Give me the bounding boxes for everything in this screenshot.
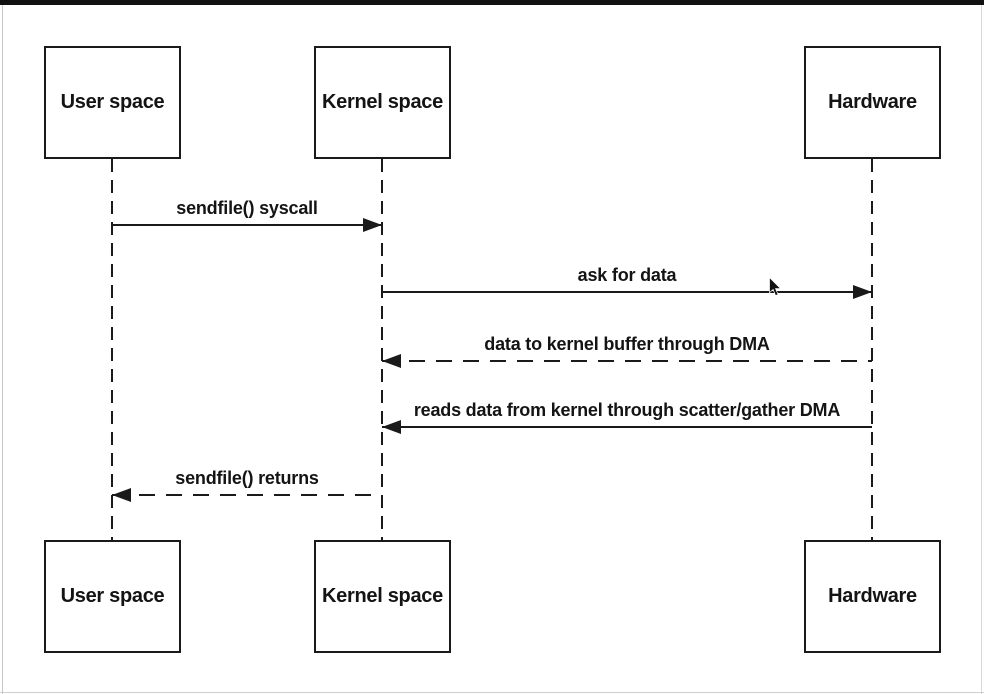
- lifeline-kernel-space: [381, 159, 383, 540]
- message-label: sendfile() syscall: [176, 198, 318, 218]
- actor-label: User space: [60, 91, 165, 113]
- lifeline-user-space: [111, 159, 113, 540]
- mouse-cursor-icon: [769, 277, 782, 297]
- actor-label: Hardware: [828, 585, 917, 607]
- message-line: [112, 224, 382, 226]
- lifeline-hardware: [871, 159, 873, 540]
- arrowhead-left-icon: [382, 354, 401, 368]
- arrowhead-left-icon: [112, 488, 131, 502]
- message-label: sendfile() returns: [175, 468, 319, 488]
- window-edge-left: [2, 5, 3, 694]
- actor-label: Kernel space: [322, 91, 443, 113]
- actor-label: User space: [60, 585, 165, 607]
- message-label: data to kernel buffer through DMA: [484, 334, 770, 354]
- actor-label: Kernel space: [322, 585, 443, 607]
- message-reads-data-from-kernel: reads data from kernel through scatter/g…: [382, 400, 872, 434]
- actor-box-hardware-top: Hardware: [804, 46, 941, 159]
- message-label: reads data from kernel through scatter/g…: [413, 400, 841, 420]
- message-sendfile-syscall: sendfile() syscall: [112, 198, 382, 232]
- window-edge-bottom: [0, 692, 984, 693]
- actor-box-kernel-space-bottom: Kernel space: [314, 540, 451, 653]
- message-line: [112, 494, 382, 496]
- arrowhead-right-icon: [363, 218, 382, 232]
- actor-box-user-space-bottom: User space: [44, 540, 181, 653]
- message-label: ask for data: [577, 265, 677, 285]
- message-sendfile-returns: sendfile() returns: [112, 468, 382, 502]
- window-edge-right: [981, 5, 982, 694]
- window-top-bar: [0, 0, 984, 5]
- actor-label: Hardware: [828, 91, 917, 113]
- message-line: [382, 426, 872, 428]
- arrowhead-right-icon: [853, 285, 872, 299]
- message-data-to-kernel-buffer: data to kernel buffer through DMA: [382, 334, 872, 368]
- actor-box-kernel-space-top: Kernel space: [314, 46, 451, 159]
- message-line: [382, 291, 872, 293]
- actor-box-user-space-top: User space: [44, 46, 181, 159]
- message-line: [382, 360, 872, 362]
- actor-box-hardware-bottom: Hardware: [804, 540, 941, 653]
- message-ask-for-data: ask for data: [382, 265, 872, 299]
- arrowhead-left-icon: [382, 420, 401, 434]
